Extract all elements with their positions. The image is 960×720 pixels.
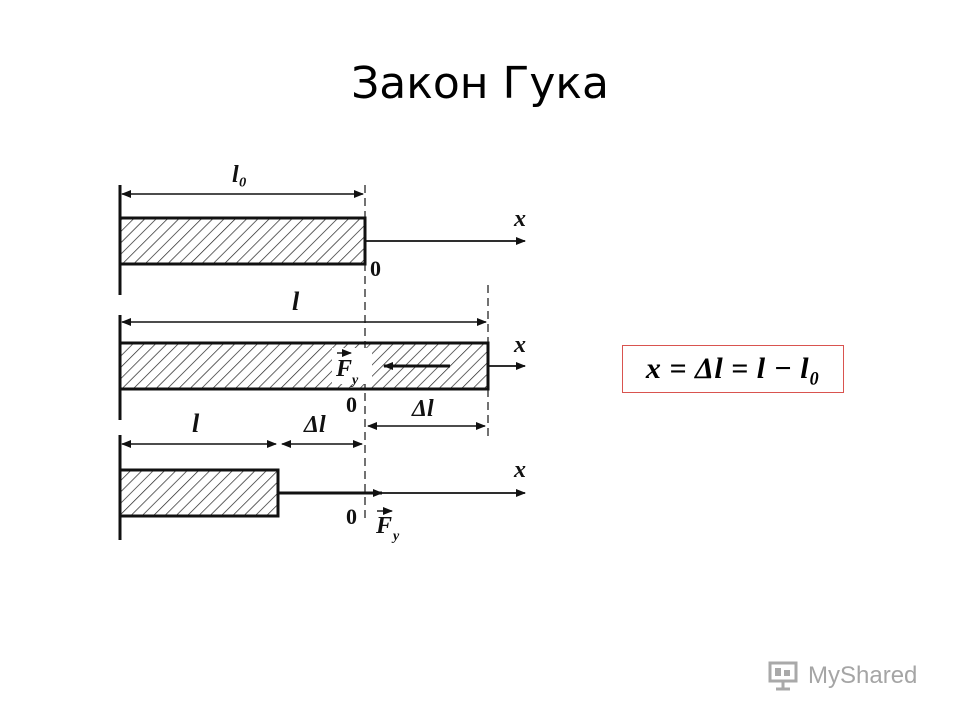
x-axis-label-3: x: [513, 457, 526, 483]
force-subscript-3: у: [391, 529, 400, 544]
force-label-3: F: [375, 513, 392, 539]
force-label-bg: [332, 348, 372, 384]
rod-compressed: [118, 468, 280, 518]
presentation-icon: [768, 661, 798, 691]
hooke-formula: x = Δl = l − l₀: [645, 352, 821, 385]
watermark-logo: MyShared: [766, 658, 917, 694]
origin-label-1: 0: [370, 256, 381, 281]
rod-unstretched: [118, 216, 367, 266]
force-label-2: F: [335, 356, 352, 382]
force-subscript-2: у: [350, 373, 359, 388]
hooke-law-diagram: l₀ x 0 l x F у 0 Δl l Δl x 0 F у: [118, 162, 526, 544]
l-label-top: l: [292, 287, 300, 316]
delta-l-label-left: Δl: [303, 412, 326, 438]
origin-label-3: 0: [346, 504, 357, 529]
watermark-text: MyShared: [808, 662, 918, 689]
x-axis-label-2: x: [513, 332, 526, 358]
l0-label: l₀: [232, 162, 247, 188]
slide-title: Закон Гука: [351, 58, 609, 109]
l-label-bottom: l: [192, 409, 200, 438]
delta-l-label-right: Δl: [411, 396, 434, 422]
formula-box: x = Δl = l − l₀: [622, 345, 844, 393]
origin-label-2: 0: [346, 392, 357, 417]
x-axis-label-1: x: [513, 206, 526, 232]
